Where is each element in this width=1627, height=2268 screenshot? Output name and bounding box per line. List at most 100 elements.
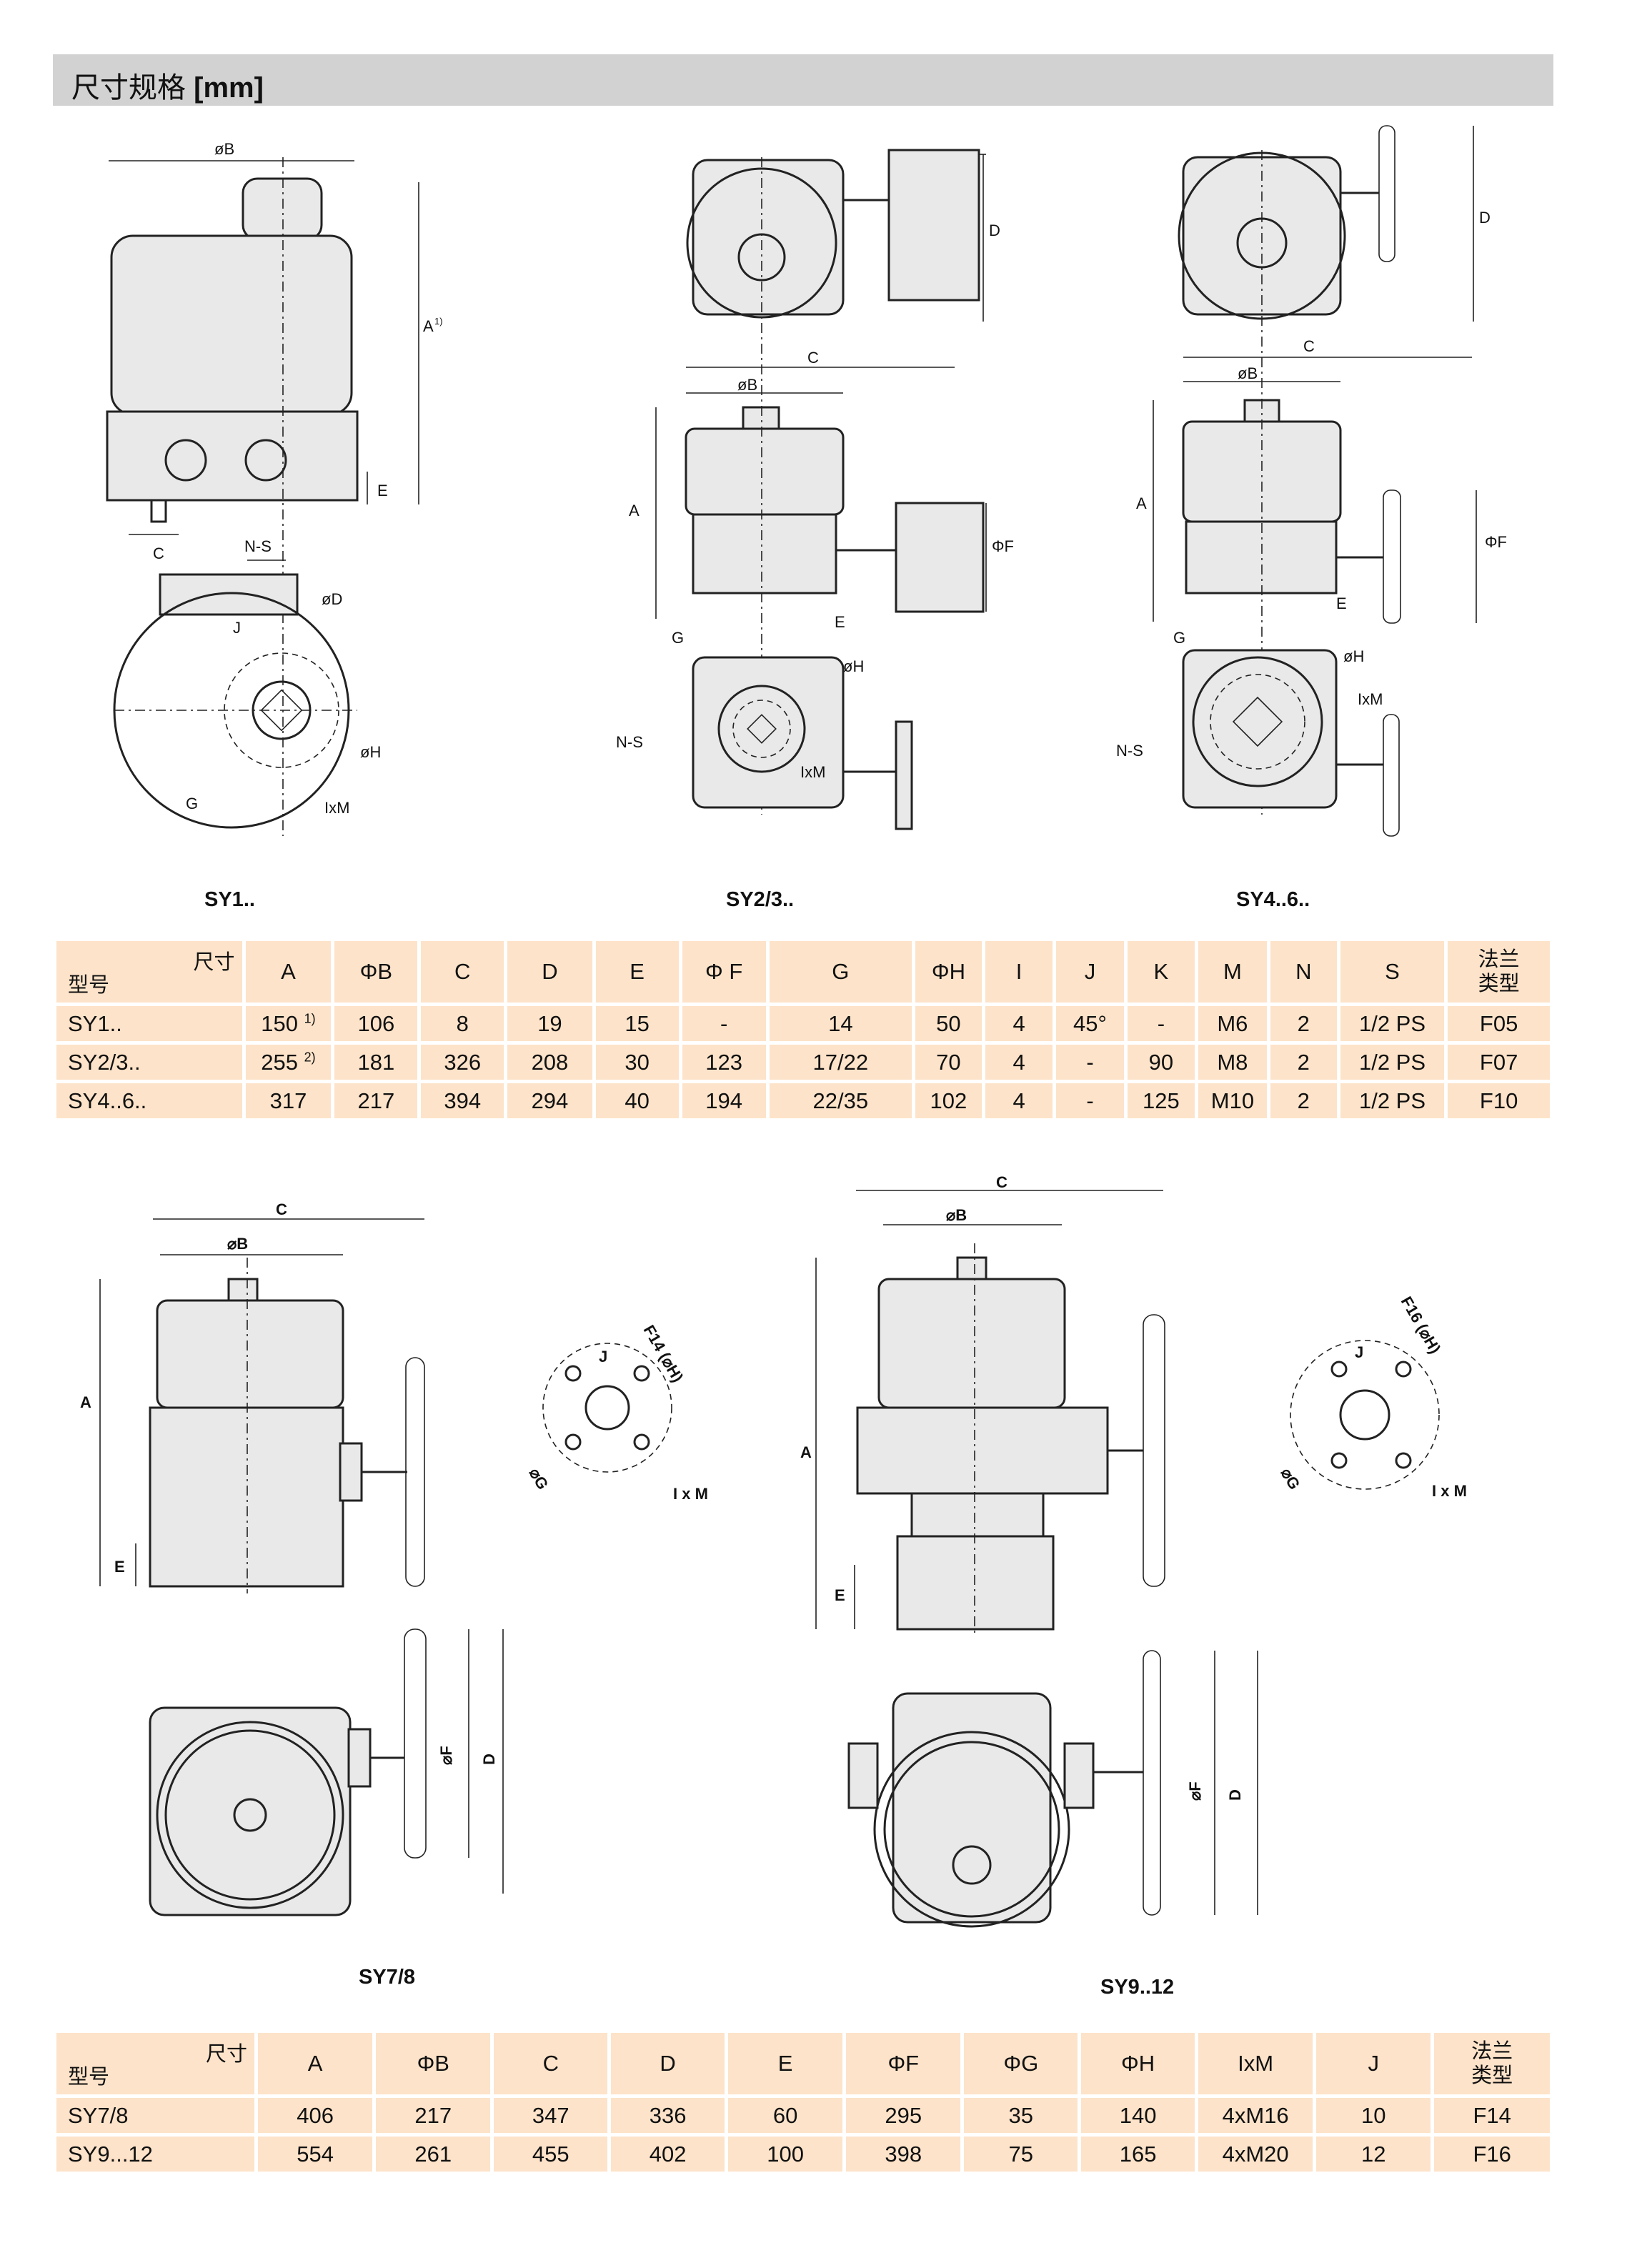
label-sy23-a: A xyxy=(629,502,640,519)
column-header: ΦB xyxy=(331,937,422,1006)
column-header: C xyxy=(490,2029,612,2098)
label-sy1-j: J xyxy=(233,619,241,637)
column-header: IxM xyxy=(1195,2029,1317,2098)
table-header-row: 尺寸型号 A ΦB C D E ΦF ΦG ΦH IxM J 法兰类型 xyxy=(52,2029,1553,2098)
column-header: K xyxy=(1123,937,1199,1006)
cell-a: 150 1) xyxy=(242,1003,335,1045)
drawing-sy23: D C øB A ΦF E G øH N-S IxM SY2/3.. xyxy=(616,149,1014,911)
column-header: D xyxy=(504,937,596,1006)
label-sy1-g: G xyxy=(186,795,198,812)
label-sy912-e: E xyxy=(835,1586,845,1604)
label-sy912-f: ⌀F xyxy=(1186,1781,1204,1801)
cell: F16 xyxy=(1431,2133,1553,2175)
column-header: E xyxy=(592,937,682,1006)
cell: 125 xyxy=(1123,1080,1199,1122)
cell: 123 xyxy=(678,1041,770,1083)
cell: 4 xyxy=(981,1080,1057,1122)
cell: F07 xyxy=(1444,1041,1553,1083)
cell: 394 xyxy=(417,1080,508,1122)
column-header: S xyxy=(1336,937,1448,1006)
cell: 2 xyxy=(1266,1041,1340,1083)
cell: 15 xyxy=(592,1003,682,1045)
cell: 455 xyxy=(490,2133,612,2175)
cell: 22/35 xyxy=(765,1080,915,1122)
column-header: C xyxy=(417,937,508,1006)
cell: - xyxy=(1053,1080,1128,1122)
table-row: SY2/3.. 255 2) 181 326 208 30 123 17/22 … xyxy=(53,1041,1553,1083)
label-sy912-j: J xyxy=(1355,1343,1363,1361)
cell-a-value: 150 xyxy=(261,1010,299,1036)
label-sy1-ns: N-S xyxy=(244,537,272,555)
cell: 12 xyxy=(1313,2133,1435,2175)
label-sy23-h: øH xyxy=(843,657,864,675)
label-sy912-c: C xyxy=(996,1173,1007,1191)
cell: - xyxy=(678,1003,770,1045)
label-sy46-ns: N-S xyxy=(1116,742,1143,760)
label-sy23-d: D xyxy=(989,222,1000,239)
column-header: ΦF xyxy=(842,2029,965,2098)
table-row: SY7/8 406 217 347 336 60 295 35 140 4xM1… xyxy=(52,2094,1553,2137)
cell: 19 xyxy=(504,1003,596,1045)
column-header: J xyxy=(1053,937,1128,1006)
column-header: ΦH xyxy=(911,937,985,1006)
label-sy78-f: ⌀F xyxy=(437,1746,455,1765)
cell: 90 xyxy=(1123,1041,1199,1083)
corner-cell: 尺寸型号 xyxy=(53,937,246,1006)
label-sy46-e: E xyxy=(1336,595,1347,612)
label-sy78-e: E xyxy=(114,1558,125,1576)
corner-dimension-label: 尺寸 xyxy=(206,2043,248,2066)
cell: F14 xyxy=(1431,2094,1553,2137)
cell: 2 xyxy=(1266,1080,1340,1122)
flange-header-line1: 法兰 xyxy=(1471,2040,1513,2063)
flange-header-line2: 类型 xyxy=(1478,973,1520,995)
cell: 4 xyxy=(981,1003,1057,1045)
cell: 4xM20 xyxy=(1195,2133,1317,2175)
model-cell: SY1.. xyxy=(53,1003,246,1045)
spec-table-sy1-6: 尺寸型号 A ΦB C D E Φ F G ΦH I J K M N S 法兰类… xyxy=(53,937,1553,1122)
label-sy912-ixm: I x M xyxy=(1432,1482,1467,1500)
cell: 217 xyxy=(331,1080,422,1122)
corner-model-label: 型号 xyxy=(68,2066,110,2089)
label-sy1-e: E xyxy=(377,482,388,499)
cell: 75 xyxy=(960,2133,1082,2175)
corner-dimension-label: 尺寸 xyxy=(193,951,235,974)
cell: M10 xyxy=(1195,1080,1270,1122)
label-sy912-b: ⌀B xyxy=(946,1206,967,1224)
label-sy46-d: D xyxy=(1479,209,1491,227)
cell: 217 xyxy=(372,2094,494,2137)
label-sy78-a: A xyxy=(80,1393,91,1411)
section-header: 尺寸规格 [mm] xyxy=(53,54,1553,106)
label-sy78-g: ⌀G xyxy=(526,1465,552,1493)
label-sy1-a-note: 1) xyxy=(434,316,443,327)
model-label-sy912: SY9..12 xyxy=(1100,1976,1174,1999)
label-sy1-ixm: IxM xyxy=(324,799,349,817)
cell: 194 xyxy=(678,1080,770,1122)
spec-table-sy7-12: 尺寸型号 A ΦB C D E ΦF ΦG ΦH IxM J 法兰类型 SY7/… xyxy=(52,2029,1553,2175)
cell: 70 xyxy=(911,1041,985,1083)
model-cell: SY4..6.. xyxy=(53,1080,246,1122)
cell: 10 xyxy=(1313,2094,1435,2137)
cell: 40 xyxy=(592,1080,682,1122)
label-sy912-d: D xyxy=(1226,1789,1244,1801)
cell: 336 xyxy=(607,2094,729,2137)
label-sy23-e: E xyxy=(835,613,845,631)
cell: 1/2 PS xyxy=(1336,1080,1448,1122)
cell-a-value: 255 xyxy=(261,1049,299,1075)
label-sy78-j: J xyxy=(599,1348,607,1366)
column-header-flange: 法兰类型 xyxy=(1431,2029,1553,2098)
cell: 30 xyxy=(592,1041,682,1083)
table-row: SY4..6.. 317 217 394 294 40 194 22/35 10… xyxy=(53,1080,1553,1122)
cell: 402 xyxy=(607,2133,729,2175)
label-sy46-a: A xyxy=(1136,494,1147,512)
flange-header-line2: 类型 xyxy=(1471,2064,1513,2087)
cell: 261 xyxy=(372,2133,494,2175)
label-sy912-g: ⌀G xyxy=(1278,1465,1304,1493)
column-header: M xyxy=(1195,937,1270,1006)
label-sy23-ixm: IxM xyxy=(800,763,825,781)
drawing-sy1: øB A 1) E C N-S øD J G øH IxM SY1.. xyxy=(106,140,443,911)
label-sy23-g: G xyxy=(672,629,684,647)
column-header: G xyxy=(765,937,915,1006)
cell: 8 xyxy=(417,1003,508,1045)
drawing-sy912: C ⌀B A E F16 (⌀H) J ⌀G I x M ⌀F D S xyxy=(800,1173,1467,1999)
column-header: A xyxy=(254,2029,377,2098)
